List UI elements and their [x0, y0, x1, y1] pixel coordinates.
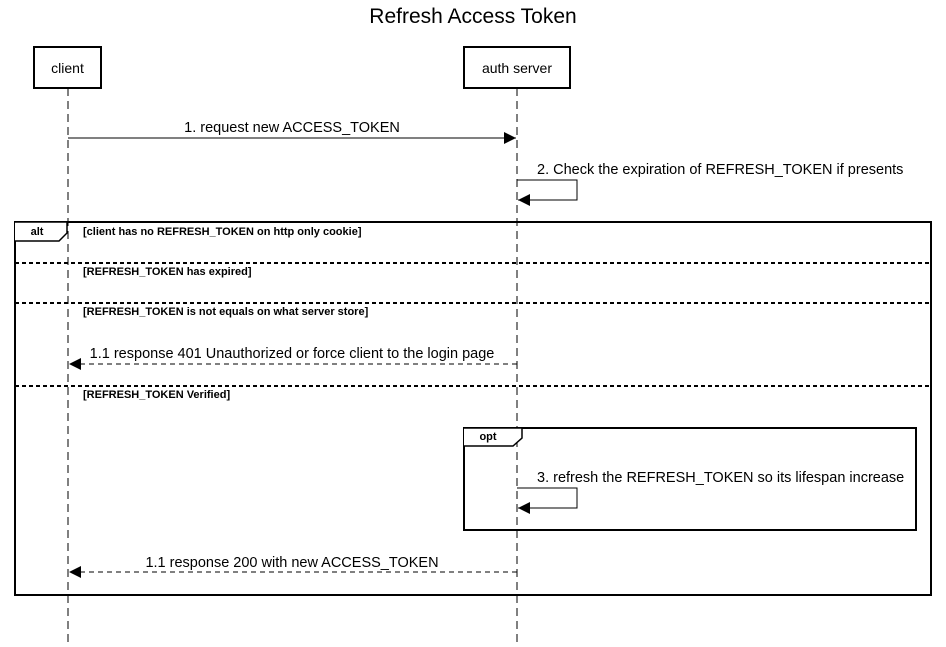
- message-4-label: 3. refresh the REFRESH_TOKEN so its life…: [537, 470, 904, 486]
- message-refresh-token: 3. refresh the REFRESH_TOKEN so its life…: [517, 470, 904, 514]
- message-request-access-token: 1. request new ACCESS_TOKEN: [68, 120, 516, 144]
- alt-operator-label: alt: [31, 226, 44, 238]
- message-1-label: 1. request new ACCESS_TOKEN: [184, 120, 400, 136]
- alt-fragment: alt [client has no REFRESH_TOKEN on http…: [14, 221, 932, 596]
- opt-fragment: opt: [463, 427, 917, 531]
- message-2-label: 2. Check the expiration of REFRESH_TOKEN…: [537, 162, 903, 178]
- diagram-title: Refresh Access Token: [369, 5, 576, 28]
- alt-guard-expired: [REFRESH_TOKEN has expired]: [83, 266, 252, 278]
- alt-guard-no-token: [client has no REFRESH_TOKEN on http onl…: [83, 226, 362, 238]
- message-3-label: 1.1 response 401 Unauthorized or force c…: [90, 346, 495, 362]
- participant-client-label: client: [51, 60, 84, 76]
- alt-guard-verified: [REFRESH_TOKEN Verified]: [83, 389, 230, 401]
- message-response-200: 1.1 response 200 with new ACCESS_TOKEN: [69, 555, 517, 578]
- message-response-401: 1.1 response 401 Unauthorized or force c…: [69, 346, 517, 370]
- participant-auth-server-label: auth server: [482, 60, 552, 76]
- message-check-expiration: 2. Check the expiration of REFRESH_TOKEN…: [517, 162, 903, 206]
- participant-auth-server: auth server: [463, 46, 571, 89]
- alt-guard-not-equal: [REFRESH_TOKEN is not equals on what ser…: [83, 306, 369, 318]
- message-5-label: 1.1 response 200 with new ACCESS_TOKEN: [145, 555, 438, 571]
- participant-client: client: [33, 46, 102, 89]
- opt-operator-label: opt: [479, 431, 496, 443]
